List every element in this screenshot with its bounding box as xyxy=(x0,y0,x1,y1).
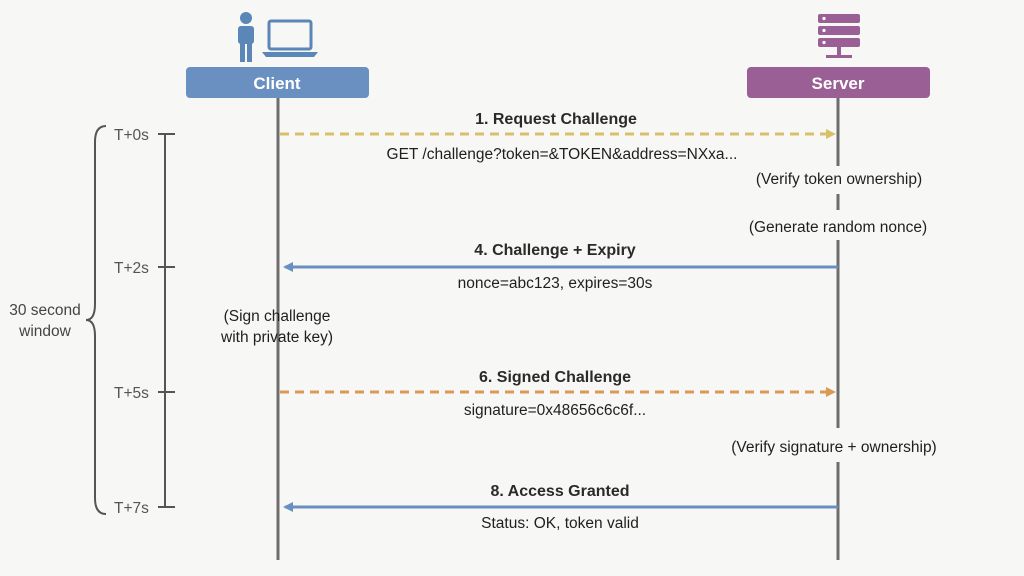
server-stack-icon xyxy=(818,14,860,58)
message-8-detail: Status: OK, token valid xyxy=(481,515,639,532)
message-6-detail: signature=0x48656c6c6f... xyxy=(464,402,646,419)
window-label-line1: 30 second xyxy=(9,302,81,319)
note-sign-line1: (Sign challenge xyxy=(224,308,331,325)
tick-t0: T+0s xyxy=(114,127,149,144)
note-generate-nonce: (Generate random nonce) xyxy=(749,219,927,236)
timeline-axis xyxy=(158,133,175,508)
message-6-title: 6. Signed Challenge xyxy=(479,369,631,386)
tick-t2: T+2s xyxy=(114,260,149,277)
person-icon xyxy=(238,12,254,62)
message-8-title: 8. Access Granted xyxy=(490,483,629,500)
message-4-title: 4. Challenge + Expiry xyxy=(474,242,636,259)
message-1-detail: GET /challenge?token=&TOKEN&address=NXxa… xyxy=(387,146,738,163)
tick-t7: T+7s xyxy=(114,500,149,517)
tick-t5: T+5s xyxy=(114,385,149,402)
server-box: Server xyxy=(747,67,930,98)
note-sign-line2: with private key) xyxy=(220,329,333,346)
server-label: Server xyxy=(812,74,865,93)
laptop-icon xyxy=(262,19,318,57)
client-box: Client xyxy=(186,67,369,98)
window-brace xyxy=(85,125,107,515)
message-4-detail: nonce=abc123, expires=30s xyxy=(458,275,653,292)
window-label-line2: window xyxy=(18,323,71,340)
client-label: Client xyxy=(253,74,301,93)
note-verify-token: (Verify token ownership) xyxy=(756,171,922,188)
note-verify-signature: (Verify signature + ownership) xyxy=(731,439,936,456)
message-1-title: 1. Request Challenge xyxy=(475,111,637,128)
